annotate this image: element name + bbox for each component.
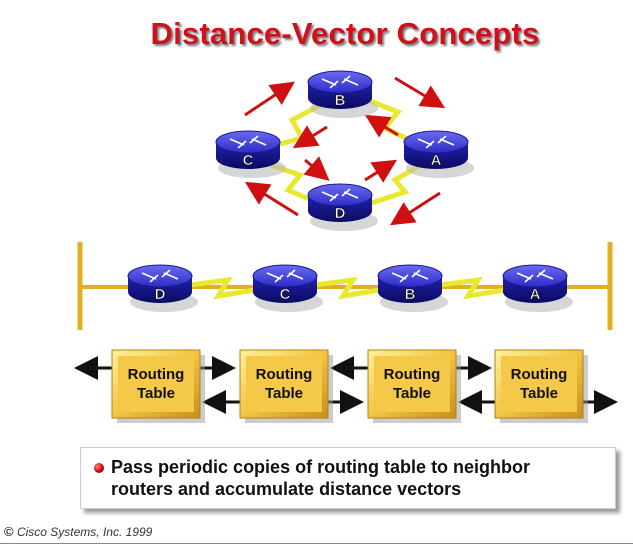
bullet-line-1: Pass periodic copies of routing table to…	[111, 457, 531, 477]
router-arrows-icon	[516, 269, 554, 283]
router-arrows-icon	[391, 269, 429, 283]
copyright: © Cisco Systems, Inc. 1999	[4, 524, 152, 539]
arrow-icon	[364, 159, 398, 183]
copyright-text: Cisco Systems, Inc. 1999	[16, 525, 153, 539]
copyright-icon: ©	[4, 524, 14, 539]
bus-router: C	[252, 264, 323, 312]
arrow-icon	[389, 191, 441, 226]
routing-table-line1: Routing	[256, 366, 313, 383]
ring-router: A	[403, 130, 474, 178]
routing-table-line2: Table	[265, 385, 303, 402]
router-arrows-icon	[321, 75, 359, 89]
bus-router: D	[127, 264, 198, 312]
router-label: A	[431, 152, 442, 169]
router-arrows-icon	[229, 135, 267, 149]
routing-table-line1: Routing	[128, 366, 185, 383]
router-arrows-icon	[417, 135, 455, 149]
slide-title: Distance-Vector Concepts	[150, 16, 540, 51]
router-label: D	[155, 286, 166, 303]
arrow-icon	[244, 181, 299, 217]
routing-table-line2: Table	[137, 385, 175, 402]
link-c-b	[314, 276, 381, 300]
router-arrows-icon	[141, 269, 179, 283]
router-label: A	[530, 286, 541, 303]
routing-table-line1: Routing	[511, 366, 568, 383]
bullet-icon	[94, 463, 104, 473]
ring-router: C	[215, 130, 286, 178]
router-label: D	[335, 205, 346, 222]
routers: B C A D D C B A	[127, 70, 573, 312]
routing-tables: RoutingTableRoutingTableRoutingTableRout…	[111, 349, 588, 423]
link-b-a	[439, 276, 506, 300]
arrow-icon	[292, 125, 328, 149]
arrow-icon	[303, 156, 330, 181]
routing-table-line2: Table	[393, 385, 431, 402]
router-label: C	[280, 286, 291, 303]
bullet-line-2: routers and accumulate distance vectors	[111, 479, 462, 499]
link-d-c	[189, 276, 256, 300]
bullet-box: Pass periodic copies of routing table to…	[80, 447, 616, 509]
router-arrows-icon	[321, 188, 359, 202]
router-label: B	[405, 286, 416, 303]
arrow-icon	[244, 81, 295, 117]
router-label: B	[335, 92, 346, 109]
ring-router: D	[307, 183, 378, 231]
footer-divider	[0, 543, 633, 544]
table-arrows	[74, 356, 618, 414]
router-label: C	[243, 152, 254, 169]
routing-table-line1: Routing	[384, 366, 441, 383]
ring-arrows	[244, 76, 446, 226]
arrow-icon	[394, 76, 446, 109]
arrow-icon	[364, 114, 399, 138]
bus-router: A	[502, 264, 573, 312]
router-arrows-icon	[266, 269, 304, 283]
routing-table-line2: Table	[520, 385, 558, 402]
bus-router: B	[377, 264, 448, 312]
ring-router: B	[307, 70, 378, 118]
